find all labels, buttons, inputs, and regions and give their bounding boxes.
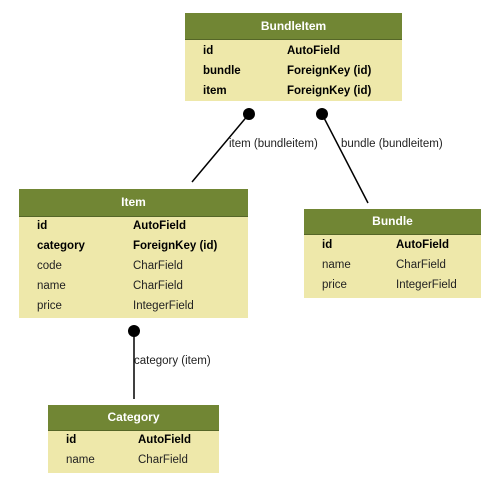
field-row: id AutoField [304,236,481,256]
field-type: IntegerField [133,300,194,312]
model-title: Category [48,405,219,431]
connector-dot [243,108,255,120]
field-row: price IntegerField [304,276,481,296]
connector-dot [128,325,140,337]
field-row: price IntegerField [19,297,248,317]
field-row: bundle ForeignKey (id) [185,62,402,82]
field-name: category [37,240,85,252]
relation-label-category-item: category (item) [134,355,211,367]
field-name: price [37,300,62,312]
field-row: name CharField [304,256,481,276]
model-category: Category id AutoField name CharField [48,405,219,473]
field-name: item [203,85,227,97]
field-name: id [37,220,48,232]
field-type: ForeignKey (id) [287,85,372,97]
field-row: name CharField [19,277,248,297]
model-bundle: Bundle id AutoField name CharField price… [304,209,481,298]
field-type: AutoField [138,434,192,446]
field-row: id AutoField [19,217,248,237]
model-bundleitem: BundleItem id AutoField bundle ForeignKe… [185,13,402,101]
field-name: bundle [203,65,241,77]
field-name: id [203,45,214,57]
field-name: name [66,454,95,466]
model-title: Item [19,189,248,217]
field-type: ForeignKey (id) [133,240,218,252]
field-type: AutoField [396,239,450,251]
connector-bundleitem-bundle [316,108,369,204]
field-name: name [322,259,351,271]
field-row: id AutoField [185,42,402,62]
connector-dot [316,108,328,120]
model-title: BundleItem [185,13,402,40]
connector-item-category [128,325,140,399]
field-type: ForeignKey (id) [287,65,372,77]
relation-label-item-bundleitem: item (bundleitem) [229,138,318,150]
field-name: id [66,434,77,446]
field-type: AutoField [133,220,187,232]
field-row: id AutoField [48,431,219,451]
field-type: CharField [133,260,183,272]
field-row: category ForeignKey (id) [19,237,248,257]
connector-bundleitem-item [191,108,255,183]
field-row: name CharField [48,451,219,471]
model-item: Item id AutoField category ForeignKey (i… [19,189,248,318]
field-row: code CharField [19,257,248,277]
model-title: Bundle [304,209,481,235]
field-row: item ForeignKey (id) [185,82,402,102]
field-type: CharField [133,280,183,292]
field-name: name [37,280,66,292]
field-name: code [37,260,62,272]
field-type: CharField [396,259,446,271]
relation-label-bundle-bundleitem: bundle (bundleitem) [341,138,443,150]
field-type: CharField [138,454,188,466]
field-name: price [322,279,347,291]
field-type: IntegerField [396,279,457,291]
field-type: AutoField [287,45,341,57]
field-name: id [322,239,333,251]
